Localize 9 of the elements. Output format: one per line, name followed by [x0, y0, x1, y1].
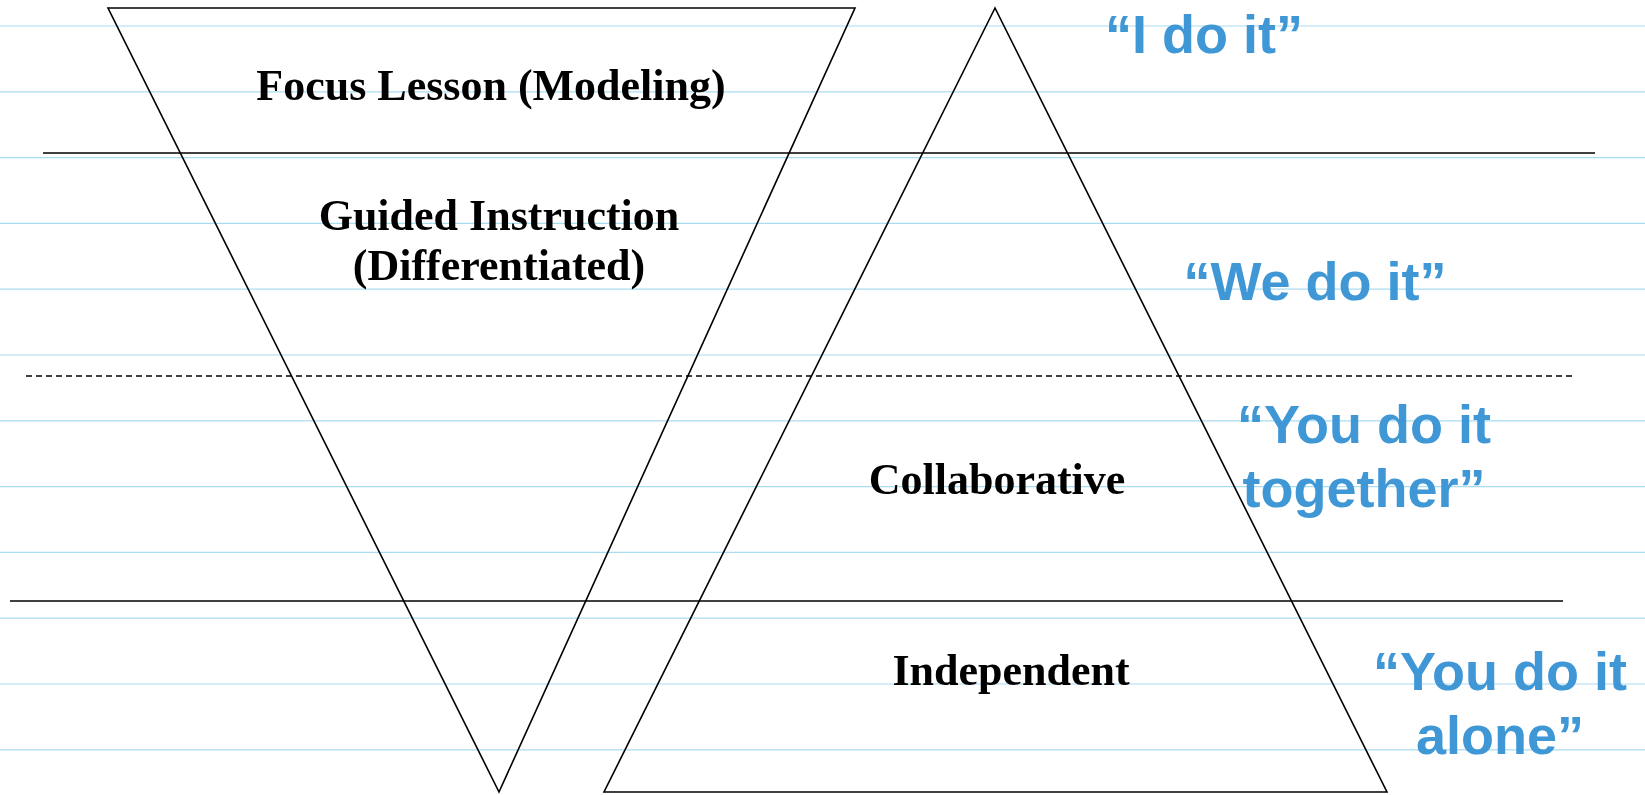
stage-label: Focus Lesson (Modeling) [256, 61, 726, 111]
inverted-triangle [108, 8, 855, 792]
stage-label: Collaborative [868, 455, 1126, 505]
quote-text: “You do it alone” [1372, 640, 1628, 767]
stage-label: Guided Instruction (Differentiated) [317, 191, 681, 291]
quote-text: “We do it” [1183, 250, 1447, 313]
stage-label: Independent [892, 646, 1130, 696]
quote-text: “I do it” [1105, 3, 1303, 66]
quote-text: “You do it together” [1236, 393, 1492, 520]
